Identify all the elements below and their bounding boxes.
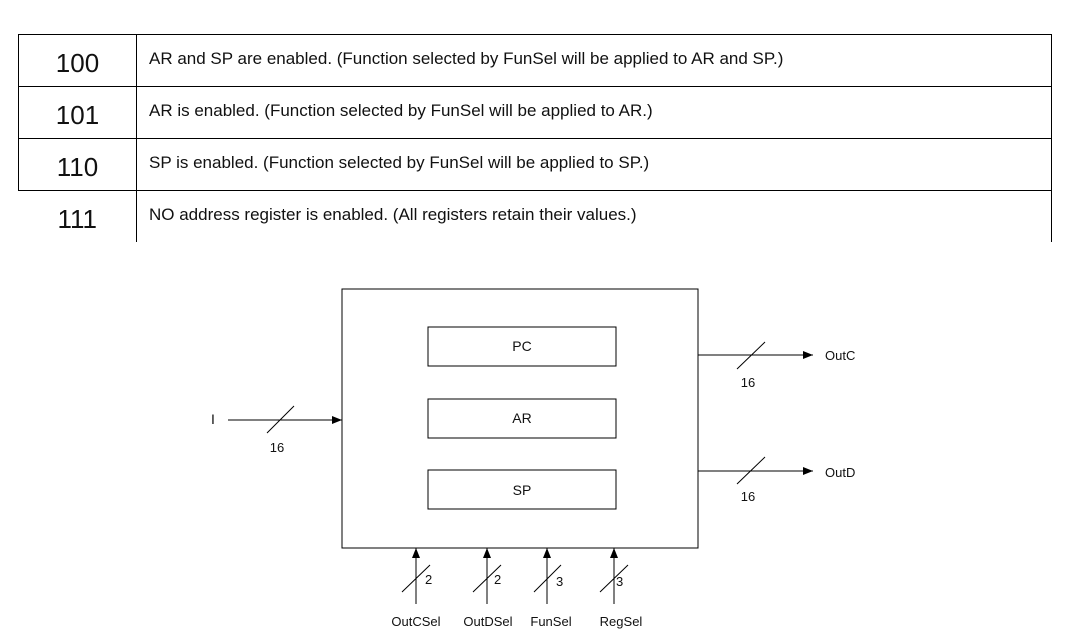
input-i: I 16 bbox=[211, 405, 342, 455]
register-box bbox=[427, 398, 617, 439]
bus-width-slash bbox=[736, 341, 766, 370]
register-box bbox=[427, 469, 617, 510]
bus-width-slash bbox=[401, 564, 431, 593]
bus-width-label: 2 bbox=[425, 572, 432, 587]
bus-width-label: 16 bbox=[741, 489, 755, 504]
bus-width-slash bbox=[533, 564, 562, 593]
control-outcsel: 2 OutCSel bbox=[391, 548, 441, 629]
bus-width-label: 16 bbox=[741, 375, 755, 390]
regsel-encoding-table: 100 AR and SP are enabled. (Function sel… bbox=[18, 34, 1052, 242]
register-file-block bbox=[341, 288, 699, 549]
control-label: OutDSel bbox=[463, 614, 512, 629]
bus-width-slash bbox=[599, 564, 629, 593]
code-cell: 100 bbox=[18, 34, 137, 87]
bus-width-slash bbox=[472, 564, 502, 593]
encoding-table-wrapper: 100 AR and SP are enabled. (Function sel… bbox=[18, 34, 1052, 242]
register-sp: SP bbox=[427, 469, 617, 510]
output-outc: 16 OutC bbox=[698, 341, 855, 390]
register-box bbox=[427, 326, 617, 367]
control-funsel: 3 FunSel bbox=[530, 548, 572, 629]
table-row: 110 SP is enabled. (Function selected by… bbox=[18, 138, 1052, 191]
code-cell: 110 bbox=[18, 138, 137, 191]
register-label: SP bbox=[513, 482, 532, 498]
table-row: 111 NO address register is enabled. (All… bbox=[18, 190, 1052, 242]
bus-width-label: 3 bbox=[556, 574, 563, 589]
output-label: OutD bbox=[825, 465, 855, 480]
control-label: RegSel bbox=[600, 614, 643, 629]
control-regsel: 3 RegSel bbox=[599, 548, 643, 629]
register-label: PC bbox=[512, 338, 531, 354]
output-outd: 16 OutD bbox=[698, 456, 855, 504]
bus-width-label: 3 bbox=[616, 574, 623, 589]
register-pc: PC bbox=[427, 326, 617, 367]
table-row: 101 AR is enabled. (Function selected by… bbox=[18, 86, 1052, 139]
bus-width-slash bbox=[736, 456, 766, 485]
table-row: 100 AR and SP are enabled. (Function sel… bbox=[18, 34, 1052, 87]
description-cell: NO address register is enabled. (All reg… bbox=[136, 190, 1052, 242]
description-cell: SP is enabled. (Function selected by Fun… bbox=[136, 138, 1052, 191]
input-label: I bbox=[211, 411, 215, 427]
bus-width-label: 16 bbox=[270, 440, 284, 455]
register-label: AR bbox=[512, 410, 531, 426]
code-cell: 111 bbox=[18, 190, 137, 242]
bus-width-label: 2 bbox=[494, 572, 501, 587]
control-label: FunSel bbox=[530, 614, 571, 629]
register-ar: AR bbox=[427, 398, 617, 439]
control-outdsel: 2 OutDSel bbox=[463, 548, 513, 629]
description-cell: AR and SP are enabled. (Function selecte… bbox=[136, 34, 1052, 87]
bus-width-slash bbox=[266, 405, 295, 434]
output-label: OutC bbox=[825, 348, 855, 363]
description-cell: AR is enabled. (Function selected by Fun… bbox=[136, 86, 1052, 139]
control-label: OutCSel bbox=[391, 614, 440, 629]
